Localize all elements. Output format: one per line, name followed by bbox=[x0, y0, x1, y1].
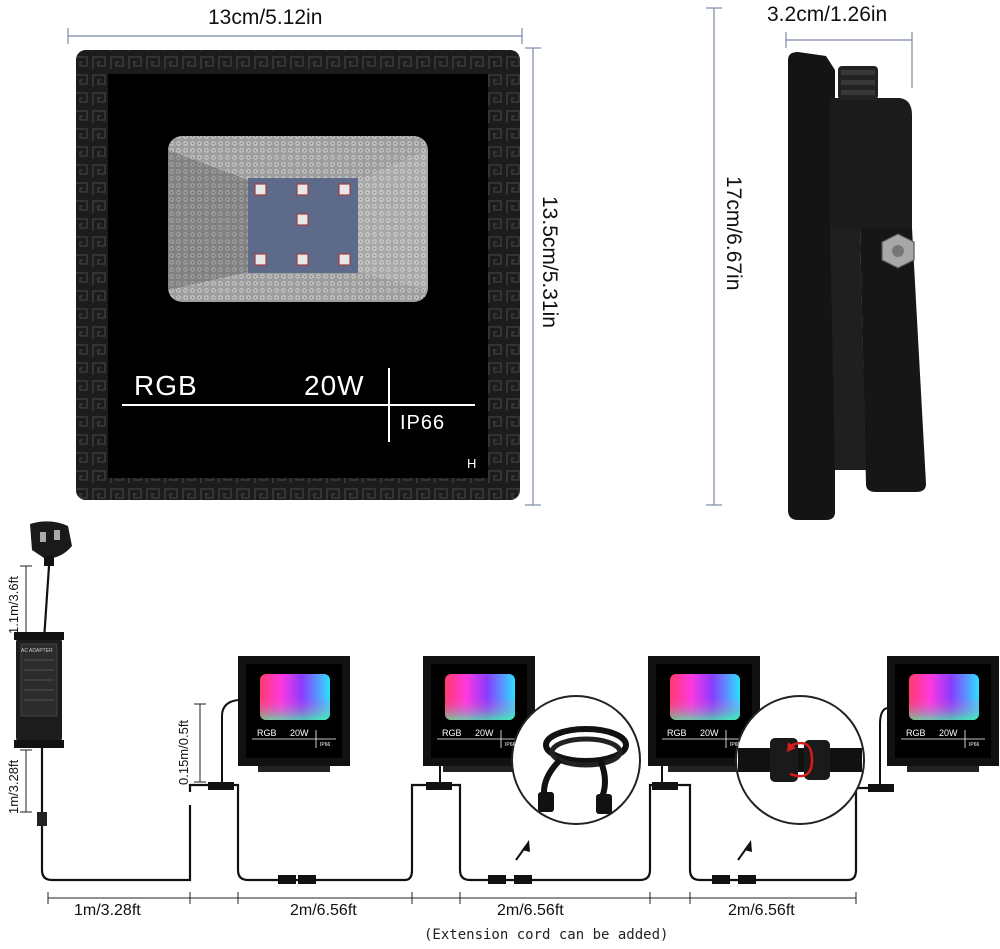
extension-cord-detail bbox=[511, 695, 641, 825]
wiring-drawing bbox=[14, 521, 1000, 904]
panel-mark-text: H bbox=[467, 456, 478, 471]
segment-4-label: 2m/6.56ft bbox=[728, 902, 795, 919]
pointer-arrow-icon bbox=[515, 840, 530, 861]
mounting-bracket bbox=[860, 228, 926, 492]
side-height-label: 17cm/6.67in bbox=[722, 176, 745, 291]
extension-note: (Extension cord can be added) bbox=[424, 927, 669, 943]
panel-power-text: 20W bbox=[304, 370, 365, 401]
adapter-label: AC ADAPTER bbox=[21, 648, 53, 654]
mini-light-1-rating: IP66 bbox=[320, 742, 331, 748]
segment-2-label: 2m/6.56ft bbox=[290, 902, 357, 919]
ac-adapter bbox=[14, 632, 64, 748]
mini-light-4-rating: IP66 bbox=[969, 742, 980, 748]
front-view-drawing bbox=[67, 28, 541, 506]
mini-light-4-power: 20W bbox=[939, 728, 958, 738]
mini-light-2-rgb: RGB bbox=[442, 728, 462, 738]
mini-floodlight-4 bbox=[886, 655, 1000, 773]
panel-rgb-text: RGB bbox=[134, 370, 198, 401]
mini-light-2-rating: IP66 bbox=[505, 742, 516, 748]
mini-light-3-rgb: RGB bbox=[667, 728, 687, 738]
side-body bbox=[830, 98, 912, 228]
front-height-label: 13.5cm/5.31in bbox=[538, 196, 561, 328]
light-lead-length-label: 0.15m/0.5ft bbox=[176, 719, 191, 785]
panel-rating-text: IP66 bbox=[400, 412, 446, 434]
mini-light-4-rgb: RGB bbox=[906, 728, 926, 738]
power-plug-icon bbox=[30, 521, 72, 566]
segment-1-label: 1m/3.28ft bbox=[74, 902, 141, 919]
pointer-arrow-icon bbox=[737, 840, 752, 861]
side-depth-label: 3.2cm/1.26in bbox=[767, 3, 888, 26]
mini-floodlight-1 bbox=[237, 655, 351, 773]
plug-cable-length-label: 1.1m/3.6ft bbox=[6, 576, 21, 634]
mini-light-1-rgb: RGB bbox=[257, 728, 277, 738]
mini-light-3-power: 20W bbox=[700, 728, 719, 738]
side-frame bbox=[788, 52, 835, 520]
mini-light-2-power: 20W bbox=[475, 728, 494, 738]
adapter-cable-length-label: 1m/3.28ft bbox=[6, 759, 21, 814]
mini-light-3-rating: IP66 bbox=[730, 742, 741, 748]
mini-light-1-power: 20W bbox=[290, 728, 309, 738]
segment-3-label: 2m/6.56ft bbox=[497, 902, 564, 919]
side-view-drawing bbox=[706, 7, 926, 520]
waterproof-connector-detail bbox=[735, 695, 865, 825]
front-width-label: 13cm/5.12in bbox=[208, 6, 323, 29]
led-chips bbox=[254, 183, 351, 266]
